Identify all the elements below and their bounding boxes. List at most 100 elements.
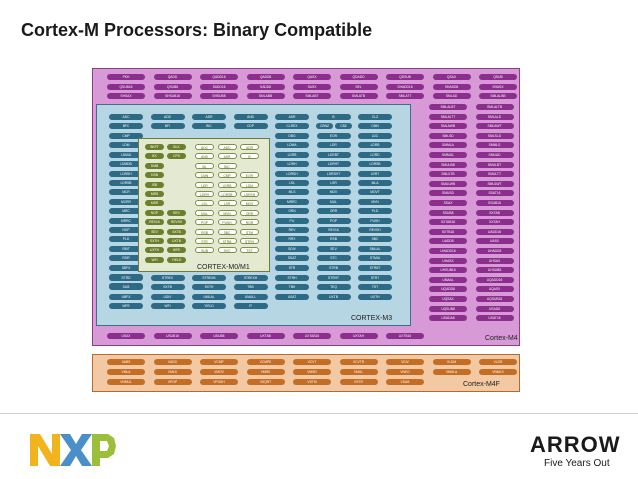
instruction-pill: QDADD <box>339 74 378 80</box>
instruction-pill: QADD16 <box>200 74 238 80</box>
instruction-pill: UHADD8 <box>475 248 514 254</box>
instruction-pill: VPOP <box>153 379 192 385</box>
instruction-pill: SMLAWB <box>429 123 467 130</box>
instruction-pill: LDRSB <box>358 161 392 168</box>
arrow-logo: ARROW Five Years Out <box>530 432 630 472</box>
instruction-pill: PUSH <box>217 219 237 226</box>
instruction-pill: ASR <box>217 153 237 160</box>
instruction-pill: VNMUL <box>107 379 145 385</box>
instruction-pill: REV <box>167 209 186 216</box>
instruction-pill: CLREX <box>275 123 309 129</box>
instruction-pill: SMLALTT <box>429 113 467 120</box>
instruction-pill: SMMUL <box>429 152 467 158</box>
arrow-wordmark: ARROW <box>530 432 621 457</box>
instruction-pill: PLD <box>109 236 143 243</box>
instruction-pill: LSR <box>217 200 237 207</box>
instruction-pill: VABS <box>107 359 145 365</box>
instruction-pill: QASX <box>293 74 331 80</box>
instruction-pill: SMLAD <box>432 93 471 99</box>
instruction-pill: RRX <box>275 236 309 243</box>
instruction-pill: UADD8 <box>429 238 467 245</box>
instruction-pill: LDMDB <box>109 161 143 168</box>
instruction-pill: UQASX <box>475 286 514 293</box>
instruction-pill: QSAX <box>432 74 471 80</box>
arrow-tagline: Five Years Out <box>544 458 610 469</box>
instruction-pill: MLA <box>358 180 392 186</box>
instruction-pill: UHSUB16 <box>429 267 467 274</box>
instruction-pill: YIELD <box>167 256 186 263</box>
instruction-pill: CLZ <box>358 114 392 120</box>
instruction-pill: VMLA <box>107 369 145 375</box>
instruction-pill: USAT <box>275 293 309 300</box>
instruction-pill: SSAT <box>275 255 309 262</box>
instruction-pill: VNMLS <box>479 369 517 375</box>
instruction-pill: UHASX <box>429 257 467 264</box>
instruction-pill: LSL <box>275 180 309 186</box>
instruction-pill: SBFX <box>109 264 143 271</box>
instruction-pill: ADC <box>109 114 143 120</box>
instruction-pill: BIC <box>192 123 226 129</box>
instruction-pill: SHASX <box>479 83 517 90</box>
instruction-pill: EOR <box>316 133 351 139</box>
instruction-pill: ADR <box>192 114 226 120</box>
instruction-pill: VSTR <box>339 379 378 385</box>
instruction-pill: SMULTB <box>429 171 467 178</box>
instruction-pill: SEL <box>339 83 378 90</box>
instruction-pill: QSUB8 <box>153 83 192 90</box>
instruction-pill: QSUB <box>479 74 517 80</box>
instruction-pill: SSUB16 <box>475 200 514 206</box>
instruction-pill: UQSUB8 <box>429 305 467 312</box>
instruction-pill: UHSAX <box>475 257 514 264</box>
instruction-pill: VCMPE <box>246 359 285 365</box>
instruction-pill: USAX <box>107 333 145 339</box>
instruction-pill: BL <box>195 162 214 169</box>
instruction-pill: LDRD <box>358 151 392 158</box>
instruction-pill: STRH <box>275 275 309 281</box>
instruction-pill: VMSR <box>293 369 331 375</box>
instruction-pill: VSUB <box>386 379 424 385</box>
instruction-pill: SSAT16 <box>475 190 514 197</box>
instruction-pill: LDRB <box>217 181 237 188</box>
instruction-pill: TEQ <box>316 284 351 291</box>
instruction-pill: ORR <box>240 209 259 216</box>
instruction-pill: VPUSH <box>200 379 238 385</box>
instruction-pill: REVSH <box>358 227 392 233</box>
instruction-pill: SVC <box>217 247 237 254</box>
instruction-pill: TBB <box>233 284 268 291</box>
instruction-pill: MRRC <box>275 198 309 205</box>
instruction-pill: ADD <box>150 114 185 120</box>
nxp-logo-icon <box>30 434 116 466</box>
instruction-pill: LDRSH <box>109 170 143 177</box>
instruction-pill: VSTM <box>293 379 331 385</box>
instruction-pill: REV <box>275 227 309 233</box>
instruction-pill: LDM <box>240 181 259 188</box>
instruction-pill: MOVT <box>358 189 392 196</box>
instruction-pill: STR <box>195 238 214 244</box>
instruction-pill: CMN <box>195 172 214 179</box>
instruction-pill: QSUB16 <box>107 83 145 90</box>
instruction-pill: USADA8 <box>429 315 467 322</box>
instruction-pill: SUB <box>109 284 143 291</box>
instruction-pill: UXTB16 <box>386 333 424 339</box>
instruction-pill: SMLALBB <box>479 93 517 99</box>
instruction-pill: PLD <box>358 208 392 215</box>
instruction-pill: STRHT <box>316 275 351 281</box>
instruction-pill: SXTAB16 <box>429 219 467 226</box>
instruction-pill: ORR <box>316 208 351 215</box>
instruction-pill: LDMIA <box>109 151 143 158</box>
instruction-pill: SMLABB <box>246 93 285 99</box>
instruction-pill: STMIA <box>358 255 392 262</box>
instruction-pill: MSR <box>145 200 164 207</box>
instruction-pill: SADD8 <box>246 83 285 90</box>
instruction-pill: CBNZ <box>316 123 333 129</box>
cortex-m3-label: CORTEX-M3 <box>351 315 393 322</box>
instruction-pill: DSB <box>145 172 164 179</box>
instruction-pill: SBC <box>358 236 392 243</box>
instruction-pill: UQADD8 <box>429 286 467 293</box>
instruction-pill: RSB <box>195 228 214 235</box>
instruction-pill: ISB <box>145 181 164 188</box>
instruction-pill: SSAX <box>429 200 467 206</box>
instruction-pill: SMLAWT <box>475 123 514 130</box>
instruction-pill: ROR <box>240 219 259 226</box>
